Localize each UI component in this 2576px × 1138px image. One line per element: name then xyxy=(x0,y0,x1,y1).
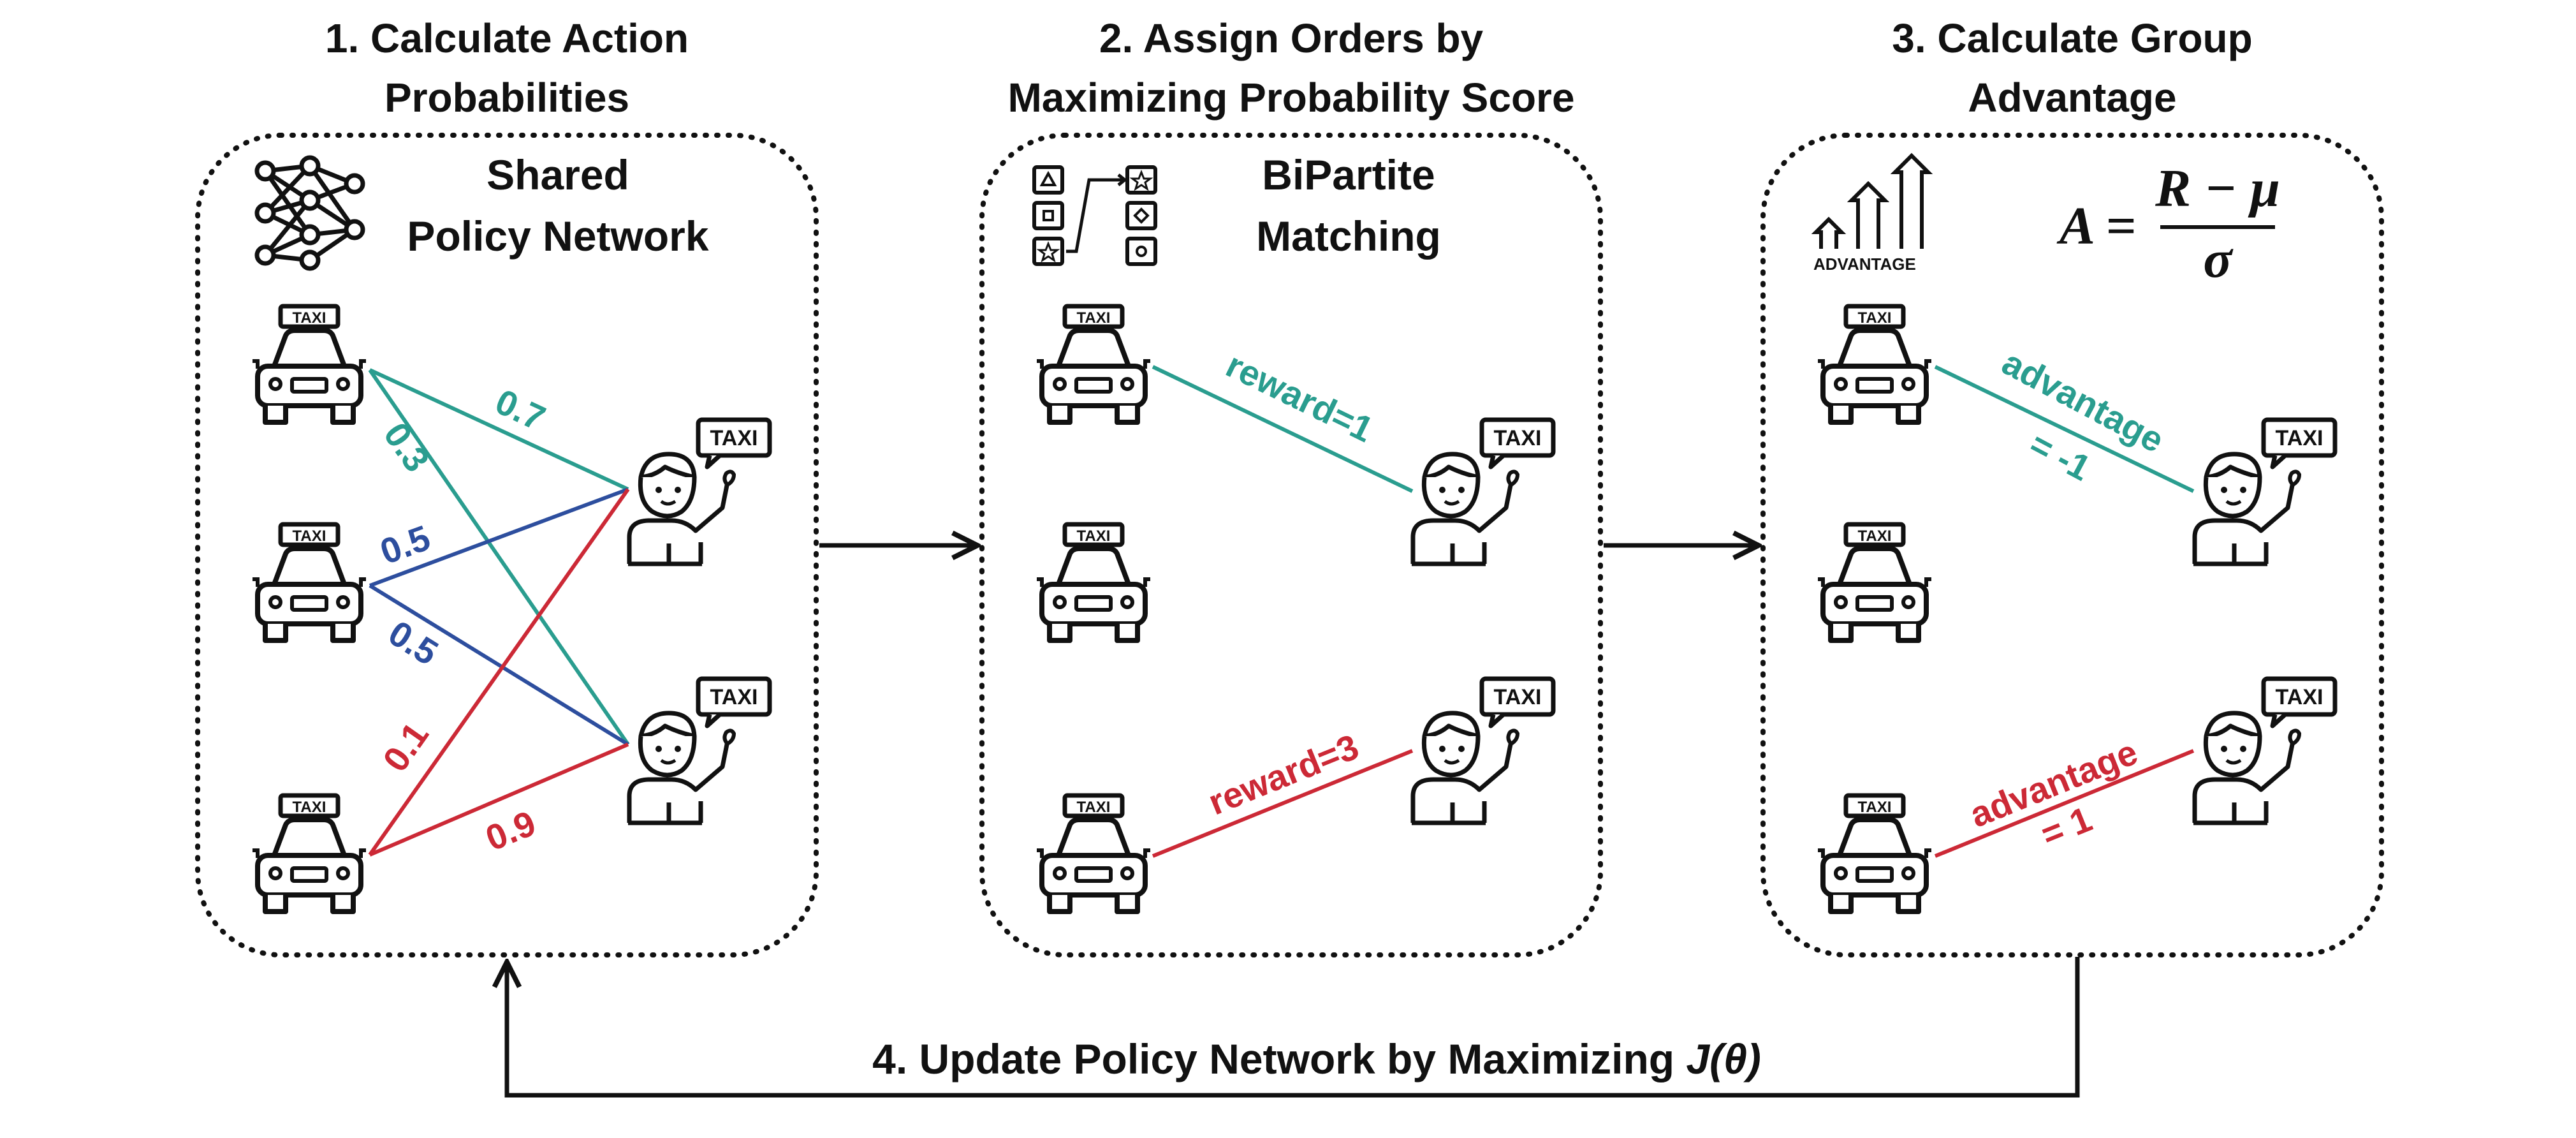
panel2-title-line1: 2. Assign Orders by xyxy=(1099,15,1484,61)
panel1-title: 1. Calculate Action Probabilities xyxy=(325,15,689,121)
formula-denominator: σ xyxy=(2203,230,2234,289)
edge-car2-passenger2 xyxy=(369,584,629,746)
bipartite-matching-icon xyxy=(1032,165,1157,266)
advantage-label-1-line1: advantage xyxy=(1996,342,2170,461)
neural-network-icon xyxy=(254,155,365,271)
edge-p2-car3-passenger2 xyxy=(1152,749,1414,858)
panel1-box xyxy=(195,133,819,957)
edge-p3-car3-passenger2 xyxy=(1934,749,2195,858)
edge-label-5: 0.9 xyxy=(480,802,541,859)
advantage-icon-label: ADVANTAGE xyxy=(1813,255,1916,274)
panel3-title-line2: Advantage xyxy=(1968,75,2176,121)
panel2-title-line2: Maximizing Probability Score xyxy=(1007,75,1574,121)
feedback-objective: J(θ) xyxy=(1686,1035,1760,1083)
panel2-subtitle-line1: BiPartite xyxy=(1262,151,1435,198)
panel1-subtitle-line1: Shared xyxy=(487,151,629,198)
formula-numerator: R − μ xyxy=(2155,159,2280,218)
feedback-arrow xyxy=(507,957,2080,1098)
panel2-subtitle-line2: Matching xyxy=(1256,212,1441,260)
reward-label-2: reward=3 xyxy=(1203,726,1364,822)
panel3-box xyxy=(1760,133,2384,957)
hailing-passenger-icon xyxy=(1412,679,1553,823)
taxi-car-icon xyxy=(1037,524,1150,640)
advantage-formula: A = R − μ σ xyxy=(2056,159,2280,289)
taxi-car-icon xyxy=(252,306,366,422)
panel1-subtitle-line2: Policy Network xyxy=(407,212,708,260)
panel1-edges xyxy=(368,368,630,857)
panel3-title-line1: 3. Calculate Group xyxy=(1892,15,2252,61)
edge-car2-passenger1 xyxy=(369,487,629,587)
panel2-box xyxy=(979,133,1603,957)
feedback-label-text: 4. Update Policy Network by Maximizing xyxy=(872,1035,1686,1083)
edge-p2-car1-passenger1 xyxy=(1152,365,1414,493)
hailing-passenger-icon xyxy=(2193,679,2335,823)
taxi-car-icon xyxy=(1037,795,1150,912)
taxi-car-icon xyxy=(252,524,366,640)
edge-label-3: 0.5 xyxy=(382,612,445,673)
panel3-title: 3. Calculate Group Advantage xyxy=(1892,15,2252,121)
taxi-car-icon xyxy=(252,795,366,912)
hailing-passenger-icon xyxy=(1412,420,1553,564)
hailing-passenger-icon xyxy=(628,420,770,564)
panel1-title-line1: 1. Calculate Action xyxy=(325,15,689,61)
panel2-title: 2. Assign Orders by Maximizing Probabili… xyxy=(1007,15,1574,121)
edge-label-4: 0.1 xyxy=(375,715,436,779)
feedback-label: 4. Update Policy Network by Maximizing J… xyxy=(872,1035,1761,1083)
formula-lhs: A = xyxy=(2056,196,2136,256)
taxi-car-icon xyxy=(1037,306,1150,422)
taxi-car-icon xyxy=(1818,524,1931,640)
edge-p3-car1-passenger1 xyxy=(1934,365,2195,493)
reward-label-1: reward=1 xyxy=(1220,344,1380,450)
edge-label-1: 0.3 xyxy=(376,415,437,479)
panel1-title-line2: Probabilities xyxy=(384,75,629,121)
edge-car1-passenger1 xyxy=(369,368,629,491)
advantage-label-1-line2: = -1 xyxy=(2023,424,2097,489)
taxi-car-icon xyxy=(1818,795,1931,912)
edge-car1-passenger2 xyxy=(368,369,630,746)
edge-car3-passenger1 xyxy=(368,488,630,856)
hailing-passenger-icon xyxy=(628,679,770,823)
edge-car3-passenger2 xyxy=(369,743,629,857)
taxi-car-icon xyxy=(1818,306,1931,422)
hailing-passenger-icon xyxy=(2193,420,2335,564)
advantage-chart-icon: ADVANTAGE xyxy=(1811,152,1933,274)
